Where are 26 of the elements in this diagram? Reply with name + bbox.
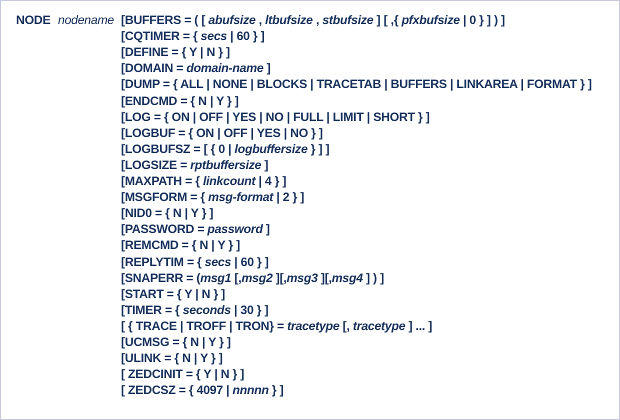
- syntax-line: [ { TRACE | TROFF | TRON} = tracetype [, tracetype ] ... ]: [121, 318, 432, 334]
- syntax-line: [ ZEDCSZ = { 4097 | nnnnn } ]: [121, 383, 284, 398]
- syntax-line: [BUFFERS = ( [ abufsize , ltbufsize , stbufsize ] [ ,{ pfxbufsize | 0 } ] ) ]: [121, 13, 505, 28]
- keyword: NODE: [16, 13, 50, 28]
- syntax-line: [START = { Y | N } ]: [121, 286, 226, 302]
- syntax-line: [DUMP = { ALL | NONE | BLOCKS | TRACETAB | BUFFERS | LINKAREA | FORMAT } ]: [121, 77, 592, 92]
- syntax-line: [SNAPERR = (msg1 [,msg2 ][,msg3 ][,msg4 ] ) ]: [121, 270, 384, 286]
- syntax-line: [ ZEDCINIT = { Y | N } ]: [121, 367, 244, 382]
- syntax-line: [UCMSG = { N | Y } ]: [121, 335, 231, 350]
- syntax-line: [CQTIMER = { secs | 60 } ]: [121, 29, 264, 44]
- parameter-name: nodename: [58, 13, 114, 28]
- syntax-line: [MSGFORM = { msg-format | 2 } ]: [121, 190, 304, 206]
- syntax-line: [MAXPATH = { linkcount | 4 } ]: [121, 174, 286, 189]
- syntax-line: [DEFINE = { Y | N } ]: [121, 45, 230, 60]
- syntax-line: [LOGBUFSZ = [ { 0 | logbuffersize } ] ]: [121, 142, 330, 157]
- syntax-line: [ENDCMD = { N | Y } ]: [121, 94, 239, 108]
- syntax-line: [TIMER = { seconds | 30 } ]: [121, 302, 268, 318]
- syntax-line: [NID0 = { N | Y } ]: [121, 206, 214, 222]
- syntax-line: [LOG = { ON | OFF | YES | NO | FULL | LIMIT | SHORT } ]: [121, 110, 430, 125]
- syntax-line: [REPLYTIM = { secs | 60 } ]: [121, 254, 269, 270]
- syntax-line: [LOGSIZE = rptbuffersize ]: [121, 158, 268, 173]
- syntax-line: [PASSWORD = password ]: [121, 222, 270, 238]
- syntax-line: [LOGBUF = { ON | OFF | YES | NO } ]: [121, 126, 323, 141]
- syntax-line: [REMCMD = { N | Y } ]: [121, 238, 240, 254]
- syntax-line: [ULINK = { N | Y } ]: [121, 351, 223, 366]
- syntax-line: [DOMAIN = domain-name ]: [121, 61, 270, 76]
